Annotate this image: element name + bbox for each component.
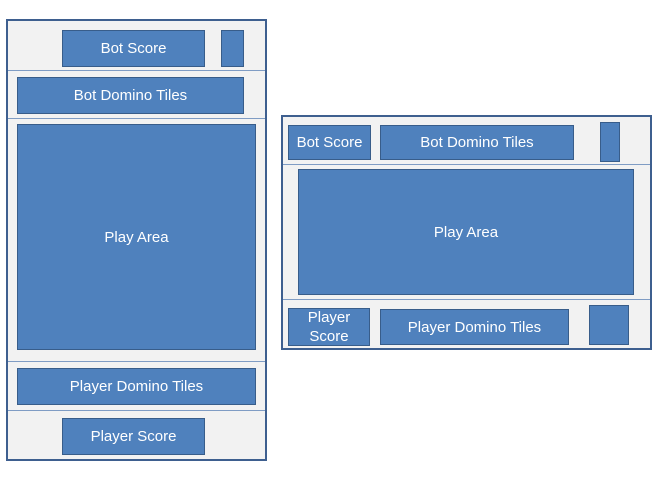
landscape-player-indicator <box>589 305 629 345</box>
portrait-player-score: Player Score <box>62 418 205 455</box>
landscape-play-area-label: Play Area <box>433 223 499 241</box>
portrait-divider-3 <box>8 361 265 362</box>
portrait-player-domino-tiles-label: Player Domino Tiles <box>69 378 204 395</box>
portrait-bot-domino-tiles: Bot Domino Tiles <box>17 77 244 114</box>
landscape-divider-1 <box>283 164 650 165</box>
landscape-play-area: Play Area <box>298 169 634 295</box>
portrait-divider-4 <box>8 410 265 411</box>
portrait-bot-score-label: Bot Score <box>100 40 167 57</box>
landscape-player-score: Player Score <box>288 308 370 346</box>
landscape-bot-indicator <box>600 122 620 162</box>
landscape-player-domino-tiles: Player Domino Tiles <box>380 309 569 345</box>
portrait-bot-indicator <box>221 30 244 67</box>
portrait-divider-2 <box>8 118 265 119</box>
landscape-player-domino-tiles-label: Player Domino Tiles <box>407 318 542 336</box>
landscape-bot-score-label: Bot Score <box>296 134 363 151</box>
landscape-bot-domino-tiles-label: Bot Domino Tiles <box>420 134 534 151</box>
portrait-play-area-label: Play Area <box>104 228 169 246</box>
portrait-play-area: Play Area <box>17 124 256 350</box>
landscape-player-score-label-line2: Score <box>309 328 349 345</box>
landscape-player-score-label-line1: Player <box>307 309 351 326</box>
landscape-bot-score: Bot Score <box>288 125 371 160</box>
landscape-divider-2 <box>283 299 650 300</box>
portrait-player-score-label: Player Score <box>90 428 177 445</box>
portrait-bot-domino-tiles-label: Bot Domino Tiles <box>73 87 188 104</box>
portrait-bot-score: Bot Score <box>62 30 205 67</box>
landscape-bot-domino-tiles: Bot Domino Tiles <box>380 125 574 160</box>
portrait-player-domino-tiles: Player Domino Tiles <box>17 368 256 405</box>
portrait-divider-1 <box>8 70 265 71</box>
